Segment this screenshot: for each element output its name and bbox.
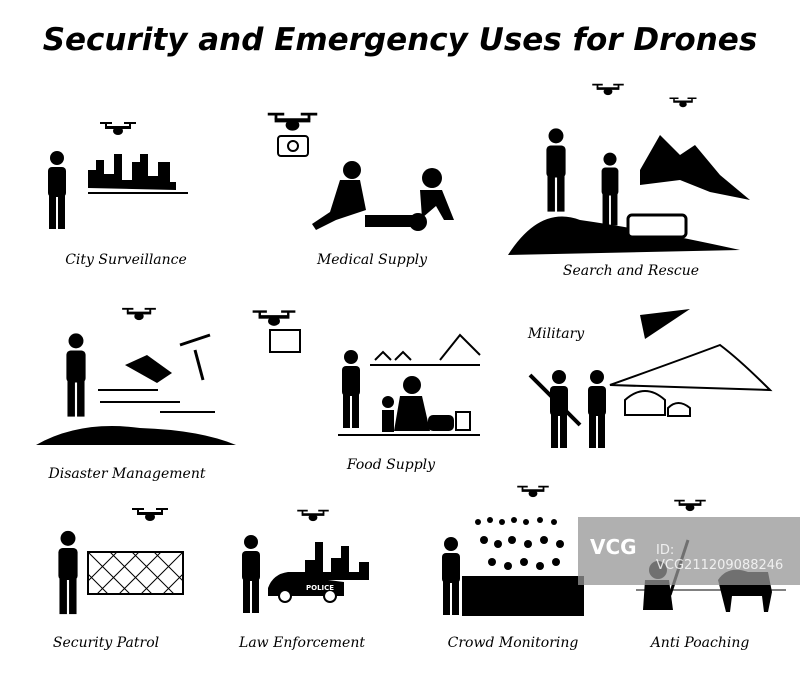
security-patrol-scene: [58, 508, 184, 615]
crowd-monitoring-scene: [442, 485, 584, 616]
watermark-id: ID: VCG211209088246: [656, 543, 784, 573]
label-search-and-rescue: Search and Rescue: [562, 263, 700, 279]
watermark-logo: VCG: [590, 535, 637, 559]
label-medical-supply: Medical Supply: [316, 252, 428, 268]
law-enforcement-scene: [242, 509, 369, 613]
page-title: Security and Emergency Uses for Drones: [42, 22, 758, 58]
label-food-supply: Food Supply: [346, 457, 436, 473]
label-security-patrol: Security Patrol: [52, 635, 160, 651]
police-car-text: POLICE: [306, 584, 334, 592]
medical-supply-scene: [267, 112, 454, 231]
label-crowd-monitoring: Crowd Monitoring: [447, 635, 579, 651]
food-supply-scene: [252, 310, 481, 436]
label-law-enforcement: Law Enforcement: [239, 635, 365, 651]
watermark: VCG ID: VCG211209088246: [578, 517, 800, 585]
search-and-rescue-scene: [508, 83, 750, 255]
label-disaster-management: Disaster Management: [48, 466, 206, 482]
disaster-management-scene: [36, 307, 236, 445]
military-scene: [528, 302, 773, 448]
label-city-surveillance: City Surveillance: [65, 252, 187, 268]
label-anti-poaching: Anti Poaching: [650, 635, 750, 651]
city-surveillance-scene: [48, 122, 188, 229]
label-military: Military: [527, 326, 585, 342]
